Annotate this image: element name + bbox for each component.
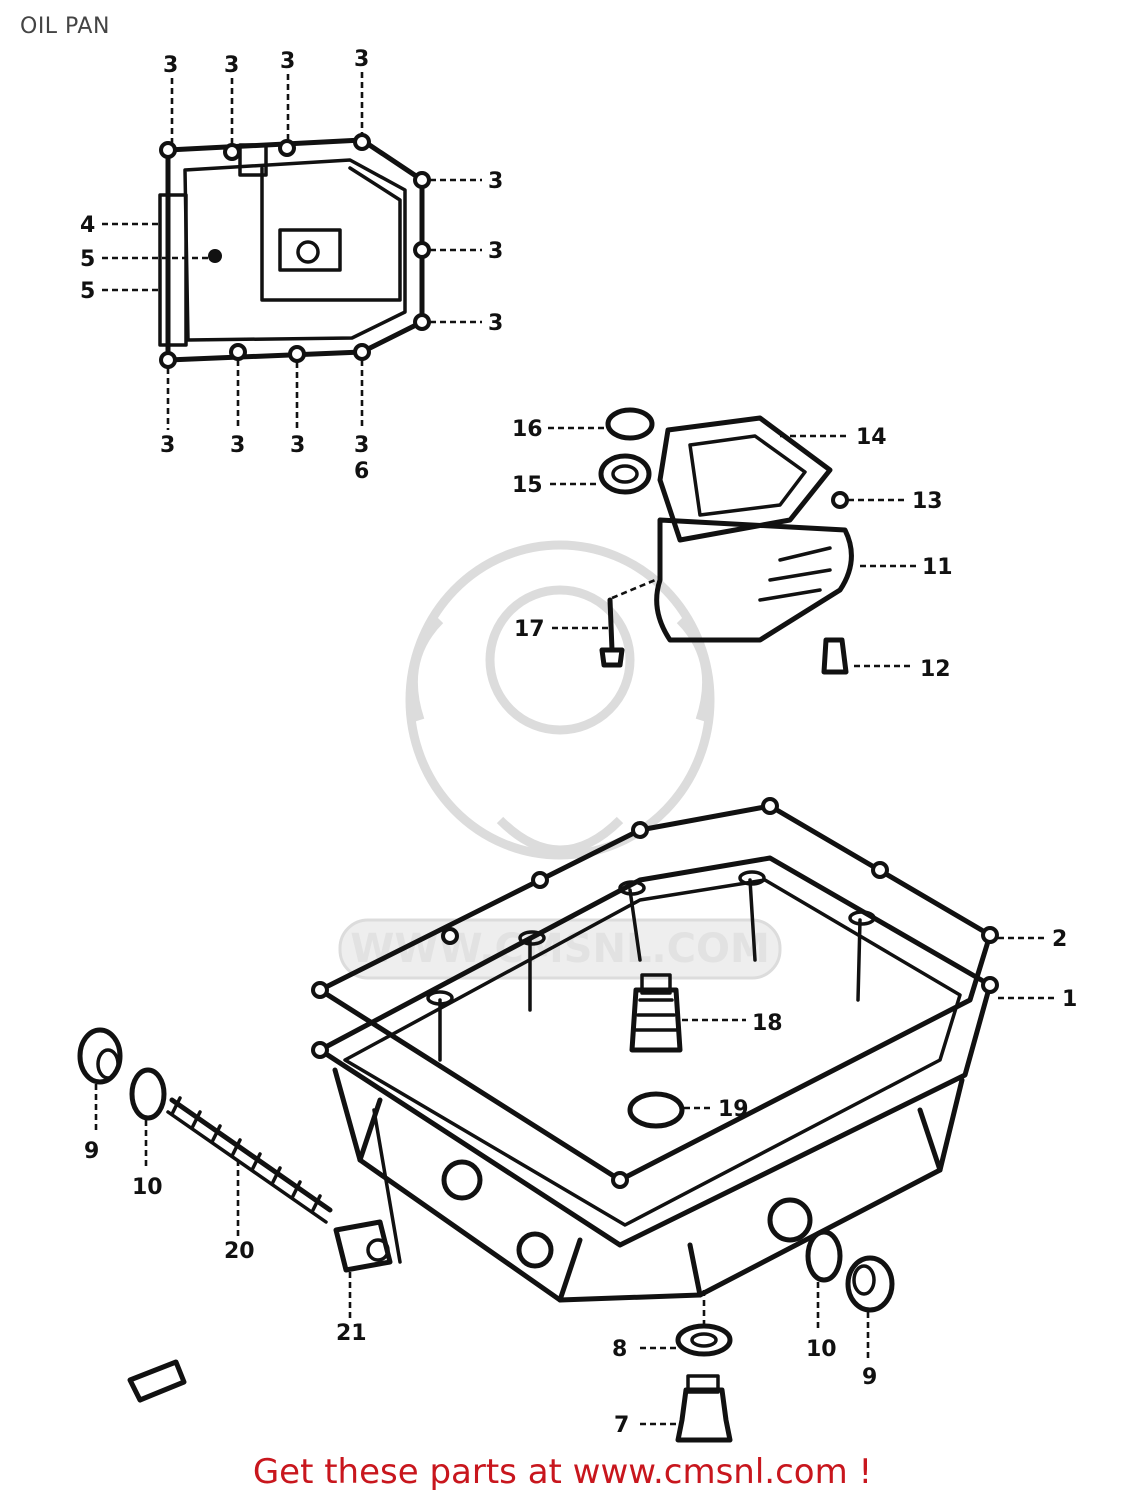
cmsnl-parts-link[interactable]: Get these parts at www.cmsnl.com !: [252, 1452, 873, 1492]
callout-3: 3: [163, 53, 178, 78]
bottom-right-callouts: 8 7 10 9: [612, 1337, 877, 1438]
gasket-top-callouts: 3 3 3 3: [163, 47, 369, 78]
callout-10: 10: [806, 1337, 837, 1362]
bottom-right-parts-drawing: [640, 1229, 895, 1443]
callout-3: 3: [488, 239, 503, 264]
callout-11: 11: [922, 555, 953, 580]
callout-14: 14: [856, 425, 887, 450]
bottom-left-parts-drawing: [77, 1027, 402, 1403]
callout-3: 3: [160, 433, 175, 458]
callout-3: 3: [230, 433, 245, 458]
page-title: OIL PAN: [20, 14, 110, 39]
strainer-callouts: 16 15 14 13 11 17 12: [512, 417, 953, 682]
callout-12: 12: [920, 657, 951, 682]
callout-4: 4: [80, 213, 95, 238]
callout-1: 1: [1062, 987, 1077, 1012]
callout-15: 15: [512, 473, 543, 498]
strainer-drawing: [548, 407, 918, 675]
callout-20: 20: [224, 1239, 255, 1264]
gasket-right-callouts: 3 3 3: [488, 169, 503, 336]
oil-pan-drawing: [311, 797, 1058, 1303]
watermark-logo: WWW.CMSNL.COM: [338, 540, 782, 980]
callout-7: 7: [614, 1413, 629, 1438]
callout-13: 13: [912, 489, 943, 514]
gasket-drawing: [102, 72, 482, 430]
watermark-text: WWW.CMSNL.COM: [350, 926, 770, 972]
callout-3: 3: [224, 53, 239, 78]
gasket-left-callouts: 4 5 5: [80, 213, 95, 304]
callout-9: 9: [862, 1365, 877, 1390]
callout-21: 21: [336, 1321, 367, 1346]
callout-3: 3: [488, 311, 503, 336]
callout-3: 3: [354, 47, 369, 72]
callout-3: 3: [290, 433, 305, 458]
callout-16: 16: [512, 417, 543, 442]
callout-18: 18: [752, 1011, 783, 1036]
callout-6: 6: [354, 459, 369, 484]
oil-pan-callouts: 2 1 18 19: [718, 927, 1077, 1122]
bottom-left-callouts: 9 10 20 21: [84, 1139, 367, 1346]
callout-9: 9: [84, 1139, 99, 1164]
callout-5: 5: [80, 279, 95, 304]
callout-19: 19: [718, 1097, 749, 1122]
callout-3: 3: [280, 49, 295, 74]
callout-5: 5: [80, 247, 95, 272]
callout-3: 3: [354, 433, 369, 458]
callout-8: 8: [612, 1337, 627, 1362]
gasket-bottom-callouts: 3 3 3 3 6: [160, 433, 369, 484]
callout-10: 10: [132, 1175, 163, 1200]
callout-17: 17: [514, 617, 545, 642]
callout-2: 2: [1052, 927, 1067, 952]
callout-3: 3: [488, 169, 503, 194]
